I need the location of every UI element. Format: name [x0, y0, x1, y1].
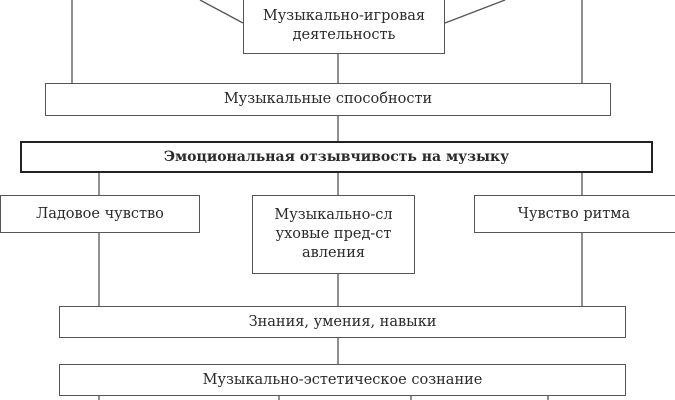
node-modal-sense: Ладовое чувство	[0, 195, 200, 233]
connector	[444, 0, 506, 24]
node-abilities: Музыкальные способности	[45, 83, 611, 116]
node-label: Знания, умения, навыки	[248, 313, 437, 330]
node-label: Музыкальные способности	[223, 91, 433, 107]
node-label: Музыкально-игровая деятельность	[262, 8, 426, 43]
node-aesthetic-consciousness: Музыкально-эстетическое сознание	[59, 364, 626, 396]
node-rhythm-sense: Чувство ритма	[474, 195, 675, 233]
node-label: Ладовое чувство	[36, 205, 164, 222]
node-auditory-representations: Музыкально-слуховые пред-ставления	[252, 195, 415, 274]
node-label: Чувство ритма	[517, 205, 631, 222]
connector	[199, 0, 244, 24]
node-emotional-response: Эмоциональная отзывчивость на музыку	[20, 141, 653, 173]
node-game-activity: Музыкально-игровая деятельность	[243, 0, 445, 54]
node-label: Эмоциональная отзывчивость на музыку	[163, 148, 510, 165]
node-label: Музыкально-эстетическое сознание	[202, 371, 483, 388]
node-label: Музыкально-слуховые пред-ставления	[274, 207, 393, 261]
node-knowledge-skills: Знания, умения, навыки	[59, 306, 626, 338]
